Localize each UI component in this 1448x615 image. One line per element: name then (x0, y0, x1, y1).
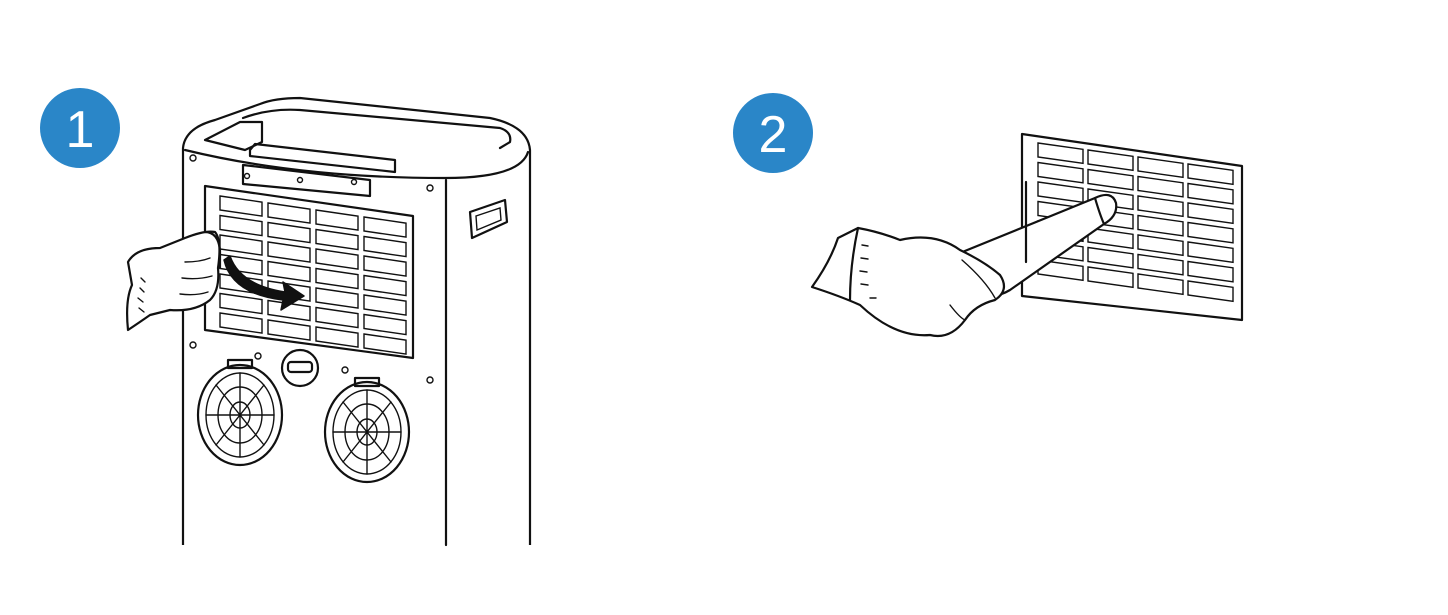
filter-cell (219, 292, 263, 315)
direction-arrow (223, 255, 305, 311)
filter-cell (315, 306, 359, 329)
filter-cell (1187, 182, 1234, 205)
filter-cell (363, 274, 407, 297)
filter-cell (1187, 280, 1234, 303)
filter-cell (267, 260, 311, 283)
filter-cell (1087, 266, 1134, 289)
filter-cell (267, 202, 311, 224)
filter-cell (267, 221, 311, 244)
filter-cell (1087, 227, 1134, 250)
filter-cell (1187, 163, 1234, 186)
filter-cell (363, 333, 407, 355)
filter-cell (1137, 234, 1184, 257)
gloved-hand-1 (126, 230, 222, 332)
filter-cell (1037, 142, 1084, 165)
filter-cell (267, 299, 311, 322)
exhaust-port-right (323, 376, 411, 484)
filter-cell (219, 195, 263, 217)
filter-cell (363, 235, 407, 258)
filter-cell (315, 267, 359, 290)
step-2: 2 (733, 93, 1244, 338)
step-1-badge: 1 (40, 88, 120, 168)
filter-cell (1087, 168, 1134, 191)
filter-cell (363, 216, 407, 238)
filter-cell (267, 319, 311, 341)
filter-cell (315, 228, 359, 251)
filter-cell (267, 241, 311, 263)
filter-cell (363, 294, 407, 316)
filter-cell (315, 209, 359, 231)
filter-cell (1137, 214, 1184, 237)
air-filter-panel (1020, 132, 1244, 322)
filter-cell (363, 255, 407, 277)
filter-cell (219, 214, 263, 237)
filter-cell (1187, 202, 1234, 225)
exhaust-port-left (196, 358, 284, 467)
filter-cell (1137, 253, 1184, 276)
filter-cell (315, 287, 359, 309)
filter-cell (1187, 221, 1234, 244)
drain-outlet (280, 348, 320, 388)
filter-cell (1187, 260, 1234, 283)
step-2-badge: 2 (733, 93, 813, 173)
filter-cell (315, 326, 359, 348)
filter-cell (1037, 161, 1084, 184)
filter-cell (315, 248, 359, 270)
gloved-hand-2 (810, 226, 1006, 338)
filter-cell (1137, 273, 1184, 296)
filter-cell (1087, 149, 1134, 172)
step-1-number: 1 (66, 101, 95, 159)
step-1: 1 (40, 88, 532, 547)
filter-cell (363, 313, 407, 336)
filter-cell (219, 312, 263, 334)
filter-cell (1137, 156, 1184, 179)
filter-cell (1137, 195, 1184, 218)
filter-cell (1187, 241, 1234, 264)
step-2-number: 2 (759, 106, 788, 164)
filter-cell (1137, 175, 1184, 198)
filter-cell (1087, 246, 1134, 269)
